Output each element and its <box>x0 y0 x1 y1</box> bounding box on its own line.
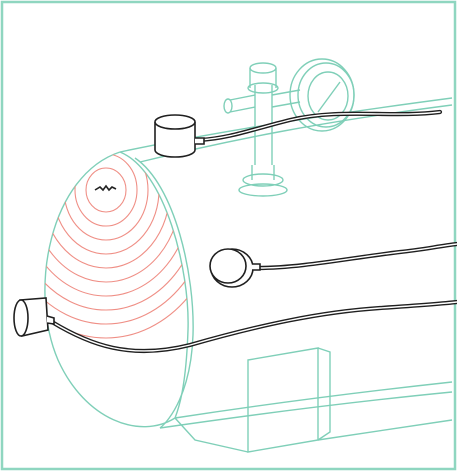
wavefront-ring <box>44 152 189 325</box>
valve-base-flange <box>242 173 284 187</box>
gauge-rim-front <box>297 62 355 128</box>
cable-top-sensor-core <box>199 111 441 141</box>
vessel-head-outer <box>44 151 176 428</box>
valve-base-neck <box>251 165 275 180</box>
cable-middle-sensor-core <box>257 243 457 269</box>
wavefront-ring <box>44 152 189 311</box>
sensor-top-cap <box>154 114 196 130</box>
vessel-bottom-edge-inner <box>159 391 453 429</box>
wavefront-ring <box>63 152 149 241</box>
valve-right-arm <box>271 89 301 108</box>
support-base-left <box>174 417 249 453</box>
sensor-middle-rim <box>209 248 247 284</box>
valve-top-body <box>249 68 277 88</box>
valve-side-arm <box>229 94 256 113</box>
wavefront-ring <box>44 152 189 339</box>
gauge-needle <box>317 81 341 113</box>
wavefront-ring <box>74 153 138 227</box>
acoustic-emission-sensors <box>13 114 261 337</box>
sensor-middle <box>209 248 261 288</box>
sensor-middle-connector <box>252 263 261 271</box>
wavefront-ring <box>44 152 189 297</box>
gauge-rim-back <box>289 58 355 132</box>
support-front-face <box>247 347 319 453</box>
vessel-head-rim-inner <box>134 157 194 429</box>
valve-side-cap <box>223 98 233 114</box>
valve-base-ring <box>238 183 288 197</box>
valve-top-ring <box>247 82 279 94</box>
support-side-face <box>317 347 331 441</box>
sensor-top <box>154 114 205 158</box>
sensor-top-body <box>154 122 196 158</box>
saddle-support <box>174 347 453 453</box>
sensor-left-connector <box>46 315 55 325</box>
cable-middle-sensor <box>255 241 457 271</box>
crack-defect-icon <box>94 184 117 192</box>
support-base-right <box>317 419 453 441</box>
vessel-bottom-edge <box>174 381 453 419</box>
sensor-cables <box>49 109 457 354</box>
sensor-left-cap <box>13 299 29 337</box>
wavefront-ring <box>52 152 160 255</box>
vessel-head-rim <box>119 151 189 419</box>
valve-assembly <box>223 62 301 197</box>
wavefront-ring <box>85 167 127 213</box>
gauge-face <box>307 71 349 121</box>
valve-top-cap <box>249 62 277 74</box>
wavefront-ring <box>44 152 171 269</box>
sensor-left <box>13 297 55 337</box>
cable-left-sensor-core <box>51 301 457 352</box>
pressure-gauge-icon <box>289 58 355 132</box>
sensor-top-connector <box>195 137 205 145</box>
